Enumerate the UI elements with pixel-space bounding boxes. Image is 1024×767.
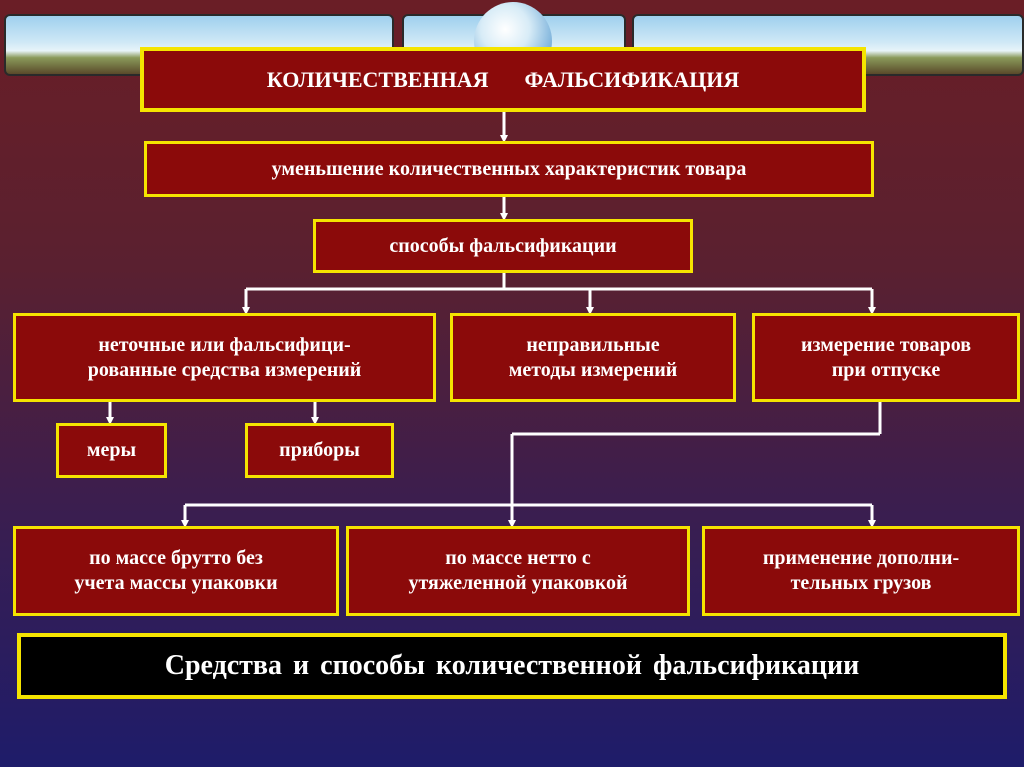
method-3-line-1: измерение товаров	[801, 333, 971, 356]
title-box: КОЛИЧЕСТВЕННАЯ ФАЛЬСИФИКАЦИЯ	[140, 47, 866, 112]
diagram-caption: Средства и способы количественной фальси…	[17, 633, 1007, 699]
release-3-line-2: тельных грузов	[790, 572, 932, 594]
measures-box: меры	[56, 423, 167, 478]
method-3-line-2: при отпуске	[831, 358, 941, 381]
method-1-line-2: рованные средства измерений	[87, 358, 362, 381]
instruments-box: приборы	[245, 423, 394, 478]
release-1-line-2: учета массы упаковки	[74, 572, 278, 594]
method-1-line-1: неточные или фальсифици-	[98, 333, 351, 356]
method-2-line-2: методы измерений	[508, 358, 678, 381]
release-box-gross-weight: по массе брутто без учета массы упаковки	[13, 526, 339, 616]
method-box-measurement-on-release: измерение товаров при отпуске	[752, 313, 1020, 402]
falsification-methods-box: способы фальсификации	[313, 219, 693, 273]
release-3-line-1: применение дополни-	[762, 547, 960, 569]
method-box-inaccurate-instruments: неточные или фальсифици- рованные средст…	[13, 313, 436, 402]
release-2-line-2: утяжеленной упаковкой	[408, 572, 628, 594]
title-word-2: ФАЛЬСИФИКАЦИЯ	[524, 66, 740, 92]
release-box-extra-weights: применение дополни- тельных грузов	[702, 526, 1020, 616]
reduction-box: уменьшение количественных характеристик …	[144, 141, 874, 197]
release-2-line-1: по массе нетто с	[445, 547, 591, 569]
method-2-line-1: неправильные	[526, 333, 660, 356]
release-box-net-weight: по массе нетто с утяжеленной упаковкой	[346, 526, 690, 616]
release-1-line-1: по массе брутто без	[89, 547, 263, 569]
method-box-wrong-methods: неправильные методы измерений	[450, 313, 736, 402]
title-word-1: КОЛИЧЕСТВЕННАЯ	[266, 66, 489, 92]
